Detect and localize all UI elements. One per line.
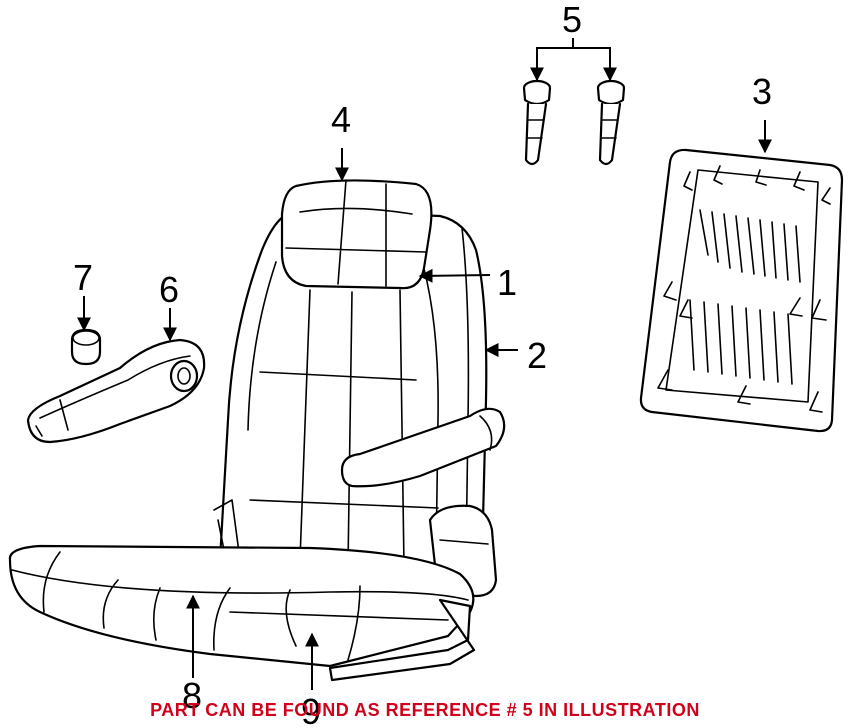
callout-2: 2 [527,335,547,376]
callout-8: 8 [182,675,202,716]
callout-5: 5 [562,0,582,40]
callout-6: 6 [159,269,179,310]
callout-7: 7 [73,257,93,298]
armrest-part [26,338,206,444]
callout-3: 3 [752,71,772,112]
cap-part [70,328,102,366]
seat-back-panel-part [639,148,844,433]
callout-1: 1 [497,262,517,303]
callout-9: 9 [301,691,321,728]
push-pin-left-part [522,79,552,166]
leader-lines [77,38,772,690]
leader-1 [418,268,491,283]
seat-assembly [8,179,506,682]
reference-note: PART CAN BE FOUND AS REFERENCE # 5 IN IL… [150,700,700,720]
push-pin-right-part [596,79,626,166]
callout-numbers: 1 2 3 4 5 6 7 8 9 [73,0,772,728]
leader-5 [536,47,611,78]
callout-4: 4 [331,99,351,140]
